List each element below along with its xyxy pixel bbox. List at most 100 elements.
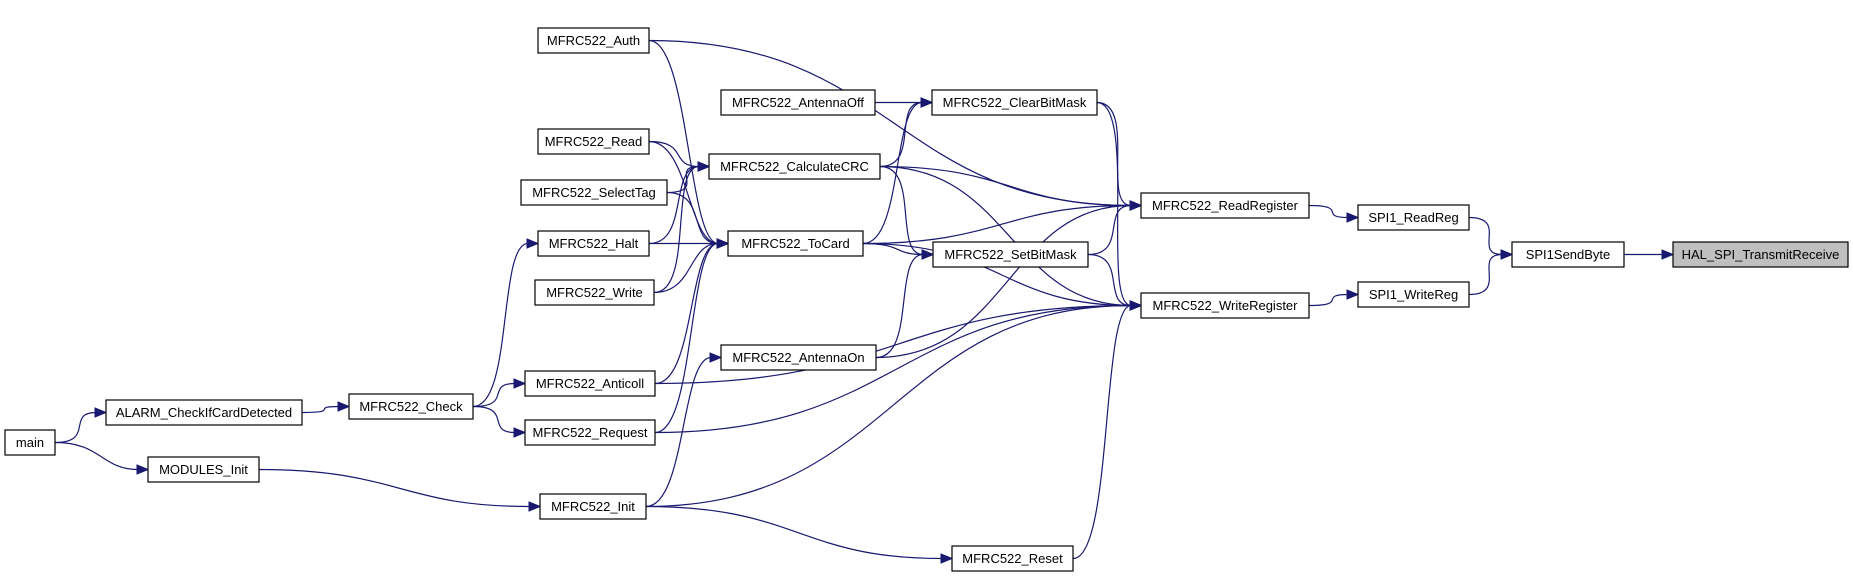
node-label: MFRC522_Reset xyxy=(962,551,1063,566)
node-label: MFRC522_SelectTag xyxy=(532,185,656,200)
node-box[interactable] xyxy=(537,27,650,54)
node-crc[interactable]: MFRC522_CalculateCRC xyxy=(708,153,881,180)
edges-layer xyxy=(54,39,1675,564)
node-label: MFRC522_SetBitMask xyxy=(944,247,1077,262)
arrowhead-init-to-anton xyxy=(709,352,723,363)
node-antoff[interactable]: MFRC522_AntennaOff xyxy=(720,89,876,116)
edge-request-to-mfrcwrite xyxy=(654,304,1132,434)
arrowhead-write-to-crc xyxy=(697,161,711,172)
node-box[interactable] xyxy=(1357,204,1470,231)
edge-auth-to-mfrcread xyxy=(648,39,1132,207)
node-label: MODULES_Init xyxy=(159,462,248,477)
node-box[interactable] xyxy=(1357,281,1470,308)
edge-tocard-to-mfrcread xyxy=(862,204,1132,245)
arrowhead-request-to-tocard xyxy=(716,238,730,249)
node-label: MFRC522_CalculateCRC xyxy=(720,159,869,174)
arrowhead-mfrcread-to-readreg xyxy=(1346,212,1360,223)
node-box[interactable] xyxy=(348,393,474,420)
arrowhead-init-to-reset xyxy=(940,553,954,564)
edge-anticoll-to-tocard xyxy=(654,242,719,385)
node-label: MFRC522_Auth xyxy=(547,33,640,48)
edge-anticoll-to-mfrcwrite xyxy=(654,304,1132,385)
node-auth[interactable]: MFRC522_Auth xyxy=(537,27,650,54)
edge-reset-to-mfrcwrite xyxy=(1072,304,1132,560)
edge-write-to-crc xyxy=(653,165,700,294)
node-hal[interactable]: HAL_SPI_TransmitReceive xyxy=(1672,241,1849,268)
arrowhead-main-to-alarm xyxy=(94,407,108,418)
node-anticoll[interactable]: MFRC522_Anticoll xyxy=(524,370,656,397)
node-tocard[interactable]: MFRC522_ToCard xyxy=(727,230,864,257)
node-mfrcwrite[interactable]: MFRC522_WriteRegister xyxy=(1140,292,1310,319)
arrowhead-mfrcwrite-to-writereg xyxy=(1346,289,1360,300)
arrowhead-tocard-to-clearbit xyxy=(920,97,934,108)
node-reset[interactable]: MFRC522_Reset xyxy=(951,545,1074,572)
arrowhead-reset-to-mfrcwrite xyxy=(1129,300,1143,311)
node-box[interactable] xyxy=(727,230,864,257)
node-label: MFRC522_ToCard xyxy=(741,236,849,251)
node-seltag[interactable]: MFRC522_SelectTag xyxy=(520,179,668,206)
arrowhead-anton-to-setbit xyxy=(921,249,935,260)
node-box[interactable] xyxy=(534,279,655,306)
node-read[interactable]: MFRC522_Read xyxy=(537,128,650,155)
node-label: MFRC522_ReadRegister xyxy=(1152,198,1299,213)
node-spi1send[interactable]: SPI1SendByte xyxy=(1511,241,1625,268)
edge-anton-to-mfrcread xyxy=(875,204,1132,359)
node-box[interactable] xyxy=(951,545,1074,572)
edge-setbit-to-mfrcwrite xyxy=(1087,253,1132,307)
node-box[interactable] xyxy=(537,128,650,155)
edge-init-to-reset xyxy=(645,505,943,560)
edge-setbit-to-mfrcread xyxy=(1087,204,1132,256)
node-box[interactable] xyxy=(931,89,1098,116)
arrowhead-check-to-anticoll xyxy=(513,378,527,389)
node-box[interactable] xyxy=(720,89,876,116)
edge-check-to-halt xyxy=(472,242,529,408)
edge-write-to-tocard xyxy=(653,242,719,294)
node-box[interactable] xyxy=(524,370,656,397)
node-box[interactable] xyxy=(537,230,650,257)
edge-check-to-request xyxy=(472,405,516,434)
node-halt[interactable]: MFRC522_Halt xyxy=(537,230,650,257)
node-anton[interactable]: MFRC522_AntennaOn xyxy=(720,344,877,371)
node-mfrcread[interactable]: MFRC522_ReadRegister xyxy=(1140,192,1310,219)
node-writereg[interactable]: SPI1_WriteReg xyxy=(1357,281,1470,308)
node-box[interactable] xyxy=(932,241,1089,268)
edge-anton-to-setbit xyxy=(875,253,924,359)
node-box[interactable] xyxy=(1140,292,1310,319)
node-box[interactable] xyxy=(524,419,656,446)
nodes-layer: HAL_SPI_TransmitReceiveSPI1SendByteSPI1_… xyxy=(4,27,1849,572)
node-readreg[interactable]: SPI1_ReadReg xyxy=(1357,204,1470,231)
node-box[interactable] xyxy=(520,179,668,206)
node-box[interactable] xyxy=(147,456,260,483)
edge-alarm-to-check xyxy=(301,405,340,414)
node-check[interactable]: MFRC522_Check xyxy=(348,393,474,420)
edge-init-to-mfrcwrite xyxy=(645,304,1132,508)
node-modinit[interactable]: MODULES_Init xyxy=(147,456,260,483)
edge-crc-to-clearbit xyxy=(879,101,923,168)
node-main[interactable]: main xyxy=(4,429,56,456)
node-alarm[interactable]: ALARM_CheckIfCardDetected xyxy=(105,399,303,426)
node-box[interactable] xyxy=(105,399,303,426)
edge-writereg-to-spi1send xyxy=(1468,253,1503,296)
node-box[interactable] xyxy=(4,429,56,456)
edge-read-to-tocard xyxy=(648,140,719,245)
arrowhead-alarm-to-check xyxy=(337,401,351,412)
node-box[interactable] xyxy=(1672,241,1849,268)
node-label: ALARM_CheckIfCardDetected xyxy=(116,405,292,420)
node-init[interactable]: MFRC522_Init xyxy=(539,493,647,520)
node-write[interactable]: MFRC522_Write xyxy=(534,279,655,306)
node-setbit[interactable]: MFRC522_SetBitMask xyxy=(932,241,1089,268)
node-box[interactable] xyxy=(1140,192,1310,219)
arrowhead-spi1send-to-hal xyxy=(1661,249,1675,260)
edge-clearbit-to-mfrcread xyxy=(1096,101,1132,207)
edge-mfrcwrite-to-writereg xyxy=(1308,293,1349,307)
edge-crc-to-mfrcwrite xyxy=(879,165,1132,307)
node-box[interactable] xyxy=(708,153,881,180)
node-box[interactable] xyxy=(1511,241,1625,268)
node-request[interactable]: MFRC522_Request xyxy=(524,419,656,446)
node-box[interactable] xyxy=(720,344,877,371)
arrowhead-anton-to-mfrcread xyxy=(1129,200,1143,211)
node-clearbit[interactable]: MFRC522_ClearBitMask xyxy=(931,89,1098,116)
node-box[interactable] xyxy=(539,493,647,520)
edge-tocard-to-mfrcwrite xyxy=(862,242,1132,307)
edge-mfrcread-to-readreg xyxy=(1308,204,1349,219)
